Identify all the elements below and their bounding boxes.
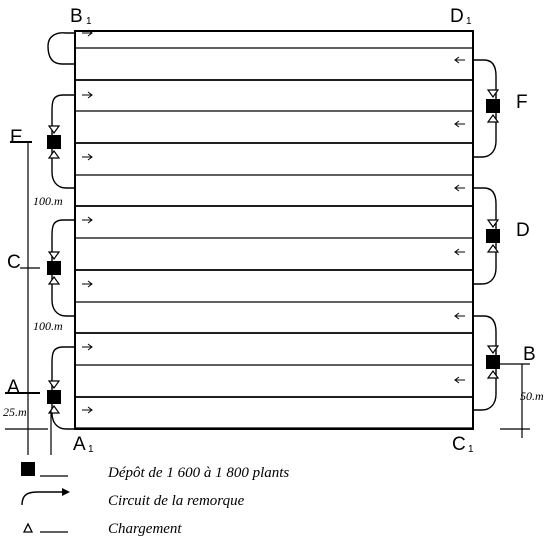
row-arrow <box>82 216 93 224</box>
depot-e <box>47 125 61 159</box>
loading-triangle <box>486 89 500 99</box>
row-arrow <box>454 312 465 320</box>
row-arrow <box>82 153 93 161</box>
depot-label-d: D <box>516 220 530 241</box>
loading-triangle <box>486 243 500 253</box>
left-dimension: 100.m 100.m 25.m <box>3 141 63 455</box>
legend-depot-text: Dépôt de 1 600 à 1 800 plants <box>107 465 289 481</box>
loading-triangle <box>47 380 61 390</box>
planting-rows <box>75 29 473 429</box>
loading-triangle <box>486 219 500 229</box>
legend-loading-icon <box>22 522 34 533</box>
legend-circuit-icon <box>21 491 66 506</box>
depot-square <box>486 229 500 243</box>
depot-label-b: B <box>523 344 536 365</box>
row-arrow <box>454 376 465 384</box>
legend-depot: Dépôt de 1 600 à 1 800 plants <box>21 462 289 481</box>
loading-triangle <box>47 275 61 285</box>
depot-square <box>47 135 61 149</box>
svg-text:D: D <box>450 6 464 27</box>
right-dimension: 50.m <box>500 363 544 438</box>
loading-triangle <box>47 149 61 159</box>
dim-left-upper: 100.m <box>33 194 63 208</box>
depot-square <box>47 390 61 404</box>
svg-text:B: B <box>70 6 83 27</box>
depot-c <box>47 251 61 285</box>
legend-loading-text: Chargement <box>108 521 182 537</box>
legend-circuit: Circuit de la remorque <box>21 488 245 509</box>
loading-triangle <box>486 113 500 123</box>
legend: Dépôt de 1 600 à 1 800 plants Circuit de… <box>21 462 289 537</box>
loading-triangle <box>47 251 61 261</box>
corner-d1: D 1 <box>450 6 472 27</box>
depot-square <box>486 355 500 369</box>
corner-c1: C 1 <box>452 434 474 455</box>
svg-text:1: 1 <box>88 444 94 455</box>
corner-b1: B 1 <box>70 6 92 27</box>
depot-f <box>486 89 500 123</box>
loading-triangle <box>486 369 500 379</box>
trailer-circuits <box>47 32 497 430</box>
svg-text:1: 1 <box>466 16 472 27</box>
depot-stations <box>47 89 500 414</box>
row-arrow <box>82 343 93 351</box>
loading-triangle <box>486 345 500 355</box>
circuit-loop-a <box>51 346 75 430</box>
svg-text:1: 1 <box>86 16 92 27</box>
row-arrow <box>82 29 93 37</box>
dim-left-lower: 100.m <box>33 319 63 333</box>
legend-circuit-text: Circuit de la remorque <box>108 493 245 509</box>
row-arrow <box>82 406 93 414</box>
legend-depot-icon <box>21 462 35 476</box>
dim-left-bottom: 25.m <box>3 405 27 419</box>
depot-a <box>47 380 61 414</box>
depot-square <box>486 99 500 113</box>
row-arrow <box>454 120 465 128</box>
depot-label-c: C <box>7 252 21 273</box>
depot-b <box>486 345 500 379</box>
svg-text:1: 1 <box>468 444 474 455</box>
row-arrow <box>82 91 93 99</box>
depot-label-a: A <box>7 377 20 398</box>
corner-a1: A 1 <box>73 434 94 455</box>
row-arrow <box>454 56 465 64</box>
row-arrow <box>82 280 93 288</box>
depot-square <box>47 261 61 275</box>
depot-label-e: E <box>10 127 23 148</box>
dim-right-bottom: 50.m <box>520 389 544 403</box>
svg-text:C: C <box>452 434 466 455</box>
depot-d <box>486 219 500 253</box>
svg-text:A: A <box>73 434 86 455</box>
row-arrow <box>454 248 465 256</box>
row-arrow <box>454 184 465 192</box>
loading-triangle <box>47 125 61 135</box>
legend-loading: Chargement <box>22 521 182 537</box>
depot-label-f: F <box>516 92 528 113</box>
circuit-loop-b1 <box>47 32 75 65</box>
field-outline <box>74 30 474 430</box>
